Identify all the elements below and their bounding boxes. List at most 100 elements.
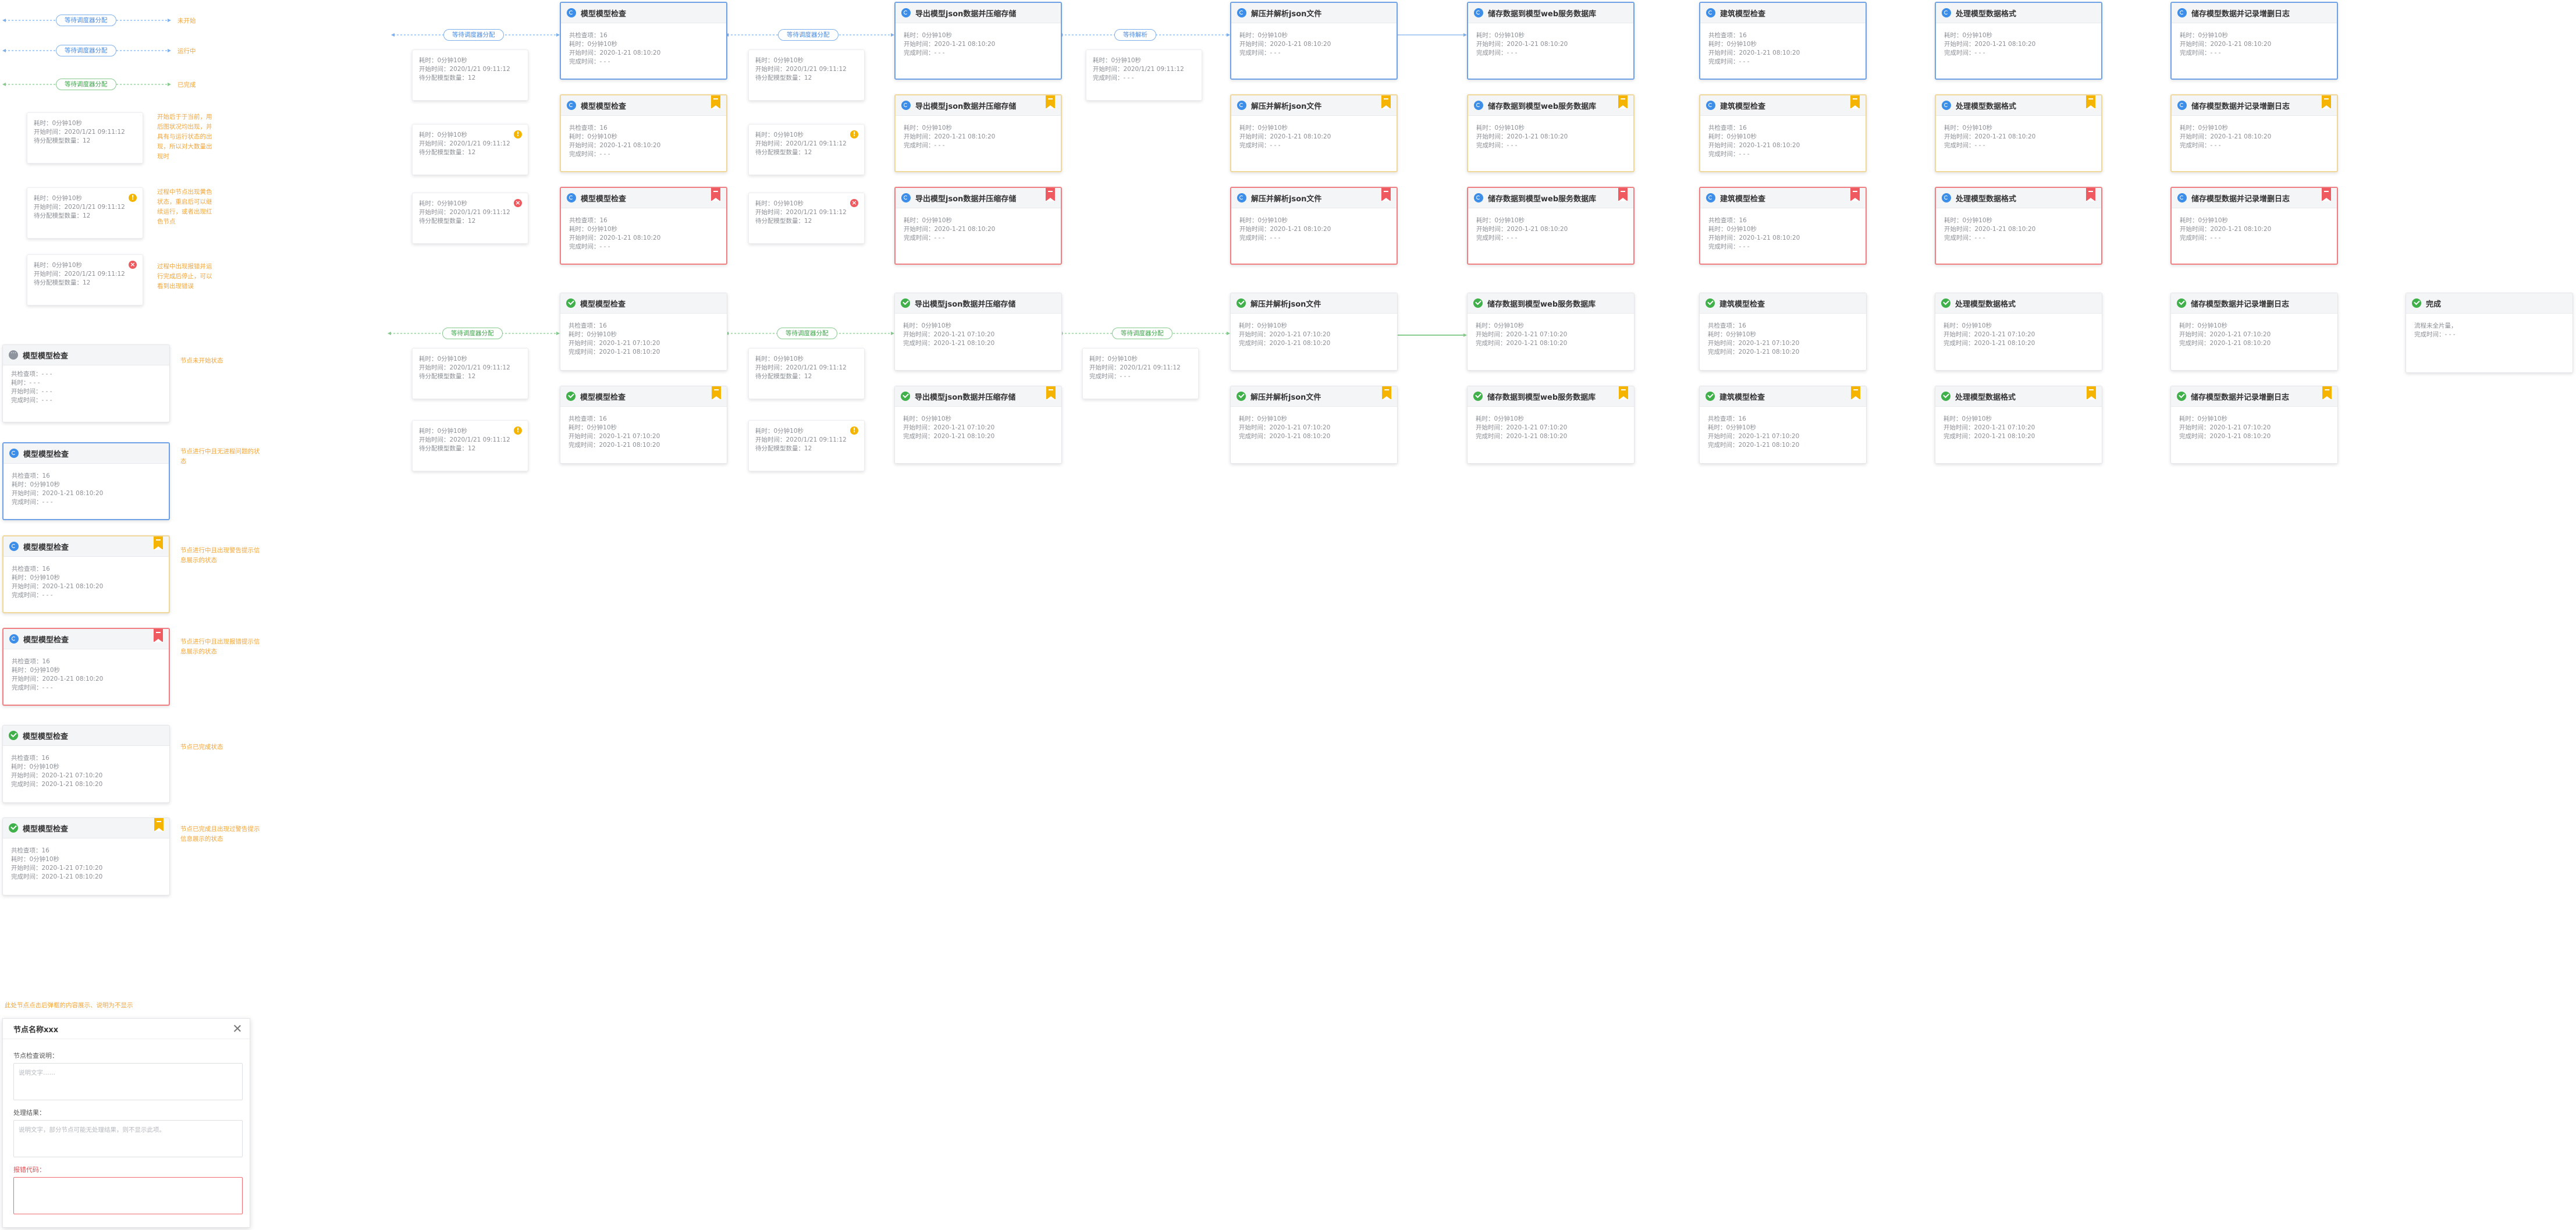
stage-card[interactable]: 导出模型json数据并压缩存储耗时：0分钟10秒开始时间：2020-1-21 0… — [894, 187, 1062, 265]
card-start: 开始时间：2020-1-21 08:10:20 — [2180, 226, 2272, 233]
legend-card-running[interactable]: 模型模型检查 共检查项：16 耗时：0分钟10秒 开始时间：2020-1-21 … — [2, 442, 170, 520]
card-start: 开始时间：2020-1-21 08:10:20 — [569, 142, 661, 149]
card-time: 耗时：0分钟10秒 — [904, 125, 953, 131]
stage-card[interactable]: 解压并解析json文件耗时：0分钟10秒开始时间：2020-1-21 07:10… — [1230, 386, 1398, 464]
error-bookmark-icon[interactable] — [2322, 188, 2331, 201]
warning-bookmark-icon[interactable] — [712, 386, 721, 400]
card-qty: 共检查项：16 — [11, 847, 49, 854]
info-line: 耗时：0分钟10秒 — [419, 57, 468, 64]
stage-card[interactable]: 解压并解析json文件耗时：0分钟10秒开始时间：2020-1-21 08:10… — [1230, 94, 1398, 172]
warning-bookmark-icon[interactable] — [1046, 386, 1056, 400]
warning-bookmark-icon[interactable] — [154, 818, 164, 831]
done-icon — [1473, 298, 1483, 308]
card-time: 耗时：- - - — [11, 379, 40, 386]
card-time: 耗时：0分钟10秒 — [1708, 424, 1757, 431]
card-time: 耗时：0分钟10秒 — [1708, 226, 1757, 233]
stage-card[interactable]: 解压并解析json文件耗时：0分钟10秒开始时间：2020-1-21 07:10… — [1230, 293, 1398, 371]
card-title: 模型模型检查 — [23, 732, 69, 741]
stage-card[interactable]: 储存数据到模型web服务数据库耗时：0分钟10秒开始时间：2020-1-21 0… — [1467, 293, 1635, 371]
warning-icon — [514, 426, 522, 435]
error-bookmark-icon[interactable] — [711, 188, 720, 201]
stage-card[interactable]: 储存模型数据并记录增删日志耗时：0分钟10秒开始时间：2020-1-21 07:… — [2170, 293, 2338, 371]
card-start: 开始时间：2020-1-21 08:10:20 — [569, 49, 661, 56]
card-qty: 共检查项：16 — [12, 472, 50, 479]
card-end: 完成时间：- - - — [1944, 234, 1985, 241]
stage-card[interactable]: 处理模型数据格式耗时：0分钟10秒开始时间：2020-1-21 07:10:20… — [1935, 293, 2102, 371]
info-pending-count: 待分配模型数量：12 — [34, 137, 91, 144]
stage-card[interactable]: 储存模型数据并记录增删日志耗时：0分钟10秒开始时间：2020-1-21 07:… — [2170, 386, 2338, 464]
stage-card[interactable]: 储存数据到模型web服务数据库耗时：0分钟10秒开始时间：2020-1-21 0… — [1467, 187, 1635, 265]
stage-card[interactable]: 处理模型数据格式耗时：0分钟10秒开始时间：2020-1-21 08:10:20… — [1935, 94, 2102, 172]
warning-bookmark-icon[interactable] — [1046, 95, 1055, 109]
warning-bookmark-icon[interactable] — [1618, 95, 1628, 109]
final-line-2: 完成时间：- - - — [2414, 331, 2456, 338]
warning-bookmark-icon[interactable] — [1381, 95, 1391, 109]
warning-bookmark-icon[interactable] — [1850, 95, 1860, 109]
card-time: 耗时：0分钟10秒 — [2179, 415, 2228, 422]
error-bookmark-icon[interactable] — [1618, 188, 1628, 201]
stage-card[interactable]: 储存模型数据并记录增删日志耗时：0分钟10秒开始时间：2020-1-21 08:… — [2170, 187, 2338, 265]
legend-card-waiting[interactable]: 模型模型检查 共检查项：- - - 耗时：- - - 开始时间：- - - 完成… — [2, 344, 170, 422]
warning-bookmark-icon[interactable] — [1619, 386, 1628, 400]
stage-card[interactable]: 处理模型数据格式耗时：0分钟10秒开始时间：2020-1-21 07:10:20… — [1935, 386, 2102, 464]
warning-bookmark-icon[interactable] — [2087, 386, 2096, 400]
stage-card[interactable]: 储存数据到模型web服务数据库耗时：0分钟10秒开始时间：2020-1-21 0… — [1467, 386, 1635, 464]
card-start: 开始时间：2020-1-21 08:10:20 — [1708, 49, 1800, 56]
warning-bookmark-icon[interactable] — [711, 95, 720, 109]
stage-card[interactable]: 导出模型json数据并压缩存储耗时：0分钟10秒开始时间：2020-1-21 0… — [894, 293, 1062, 371]
error-bookmark-icon[interactable] — [1381, 188, 1391, 201]
close-icon[interactable] — [233, 1024, 241, 1032]
error-icon — [514, 198, 522, 207]
error-bookmark-icon[interactable] — [154, 629, 163, 642]
stage-card[interactable]: 处理模型数据格式耗时：0分钟10秒开始时间：2020-1-21 08:10:20… — [1935, 187, 2102, 265]
desc-textarea[interactable]: 说明文字…… — [13, 1063, 243, 1100]
info-start: 开始时间：2020/1/21 09:11:12 — [34, 271, 125, 278]
legend-card-done[interactable]: 模型模型检查 共检查项：16 耗时：0分钟10秒 开始时间：2020-1-21 … — [2, 725, 170, 803]
warning-bookmark-icon[interactable] — [2322, 95, 2331, 109]
running-icon — [901, 193, 911, 202]
legend-card-done-warning[interactable]: 模型模型检查 共检查项：16 耗时：0分钟10秒 开始时间：2020-1-21 … — [2, 817, 170, 895]
warning-bookmark-icon[interactable] — [2322, 386, 2332, 400]
stage-card[interactable]: 解压并解析json文件耗时：0分钟10秒开始时间：2020-1-21 08:10… — [1230, 187, 1398, 265]
warning-bookmark-icon[interactable] — [1851, 386, 1860, 400]
error-textarea[interactable] — [13, 1177, 243, 1214]
legend-card-running-warning[interactable]: 模型模型检查 共检查项：16 耗时：0分钟10秒 开始时间：2020-1-21 … — [2, 535, 170, 613]
stage-card[interactable]: 处理模型数据格式耗时：0分钟10秒开始时间：2020-1-21 08:10:20… — [1935, 2, 2102, 80]
info-line: 待分配模型数量：12 — [419, 149, 476, 156]
error-bookmark-icon[interactable] — [1046, 188, 1055, 201]
stage-card[interactable]: 储存模型数据并记录增删日志耗时：0分钟10秒开始时间：2020-1-21 08:… — [2170, 2, 2338, 80]
legend-card-running-error[interactable]: 模型模型检查 共检查项：16 耗时：0分钟10秒 开始时间：2020-1-21 … — [2, 628, 170, 706]
card-qty: 共检查项：16 — [569, 322, 607, 329]
error-bookmark-icon[interactable] — [1850, 188, 1860, 201]
stage-card[interactable]: 导出模型json数据并压缩存储耗时：0分钟10秒开始时间：2020-1-21 0… — [894, 94, 1062, 172]
stage-card[interactable]: 解压并解析json文件耗时：0分钟10秒开始时间：2020-1-21 08:10… — [1230, 2, 1398, 80]
warning-bookmark-icon[interactable] — [1382, 386, 1391, 400]
card-title: 储存数据到模型web服务数据库 — [1487, 393, 1596, 402]
stage-card[interactable]: 储存模型数据并记录增删日志耗时：0分钟10秒开始时间：2020-1-21 08:… — [2170, 94, 2338, 172]
error-bookmark-icon[interactable] — [2086, 188, 2095, 201]
card-title: 模型模型检查 — [23, 824, 69, 834]
node-detail-dialog: 节点名称xxx 节点检查说明： 说明文字…… 处理结果： 说明文字，部分节点可能… — [2, 1018, 250, 1228]
card-qty: 共检查项：16 — [569, 32, 607, 39]
warning-bookmark-icon[interactable] — [154, 536, 163, 550]
card-end: 完成时间：- - - — [1476, 49, 1518, 56]
warning-bookmark-icon[interactable] — [2086, 95, 2095, 109]
result-textarea[interactable]: 说明文字，部分节点可能无处理结果，则不显示此项。 — [13, 1120, 243, 1157]
stage-card[interactable]: 储存数据到模型web服务数据库耗时：0分钟10秒开始时间：2020-1-21 0… — [1467, 2, 1635, 80]
stage-card[interactable]: 导出模型json数据并压缩存储耗时：0分钟10秒开始时间：2020-1-21 0… — [894, 2, 1062, 80]
stage-card[interactable]: 储存数据到模型web服务数据库耗时：0分钟10秒开始时间：2020-1-21 0… — [1467, 94, 1635, 172]
stage-card[interactable]: 导出模型json数据并压缩存储耗时：0分钟10秒开始时间：2020-1-21 0… — [894, 386, 1062, 464]
card-title: 储存数据到模型web服务数据库 — [1488, 102, 1597, 111]
final-card[interactable]: 完成 流程未全片量， 完成时间：- - - — [2406, 293, 2573, 373]
